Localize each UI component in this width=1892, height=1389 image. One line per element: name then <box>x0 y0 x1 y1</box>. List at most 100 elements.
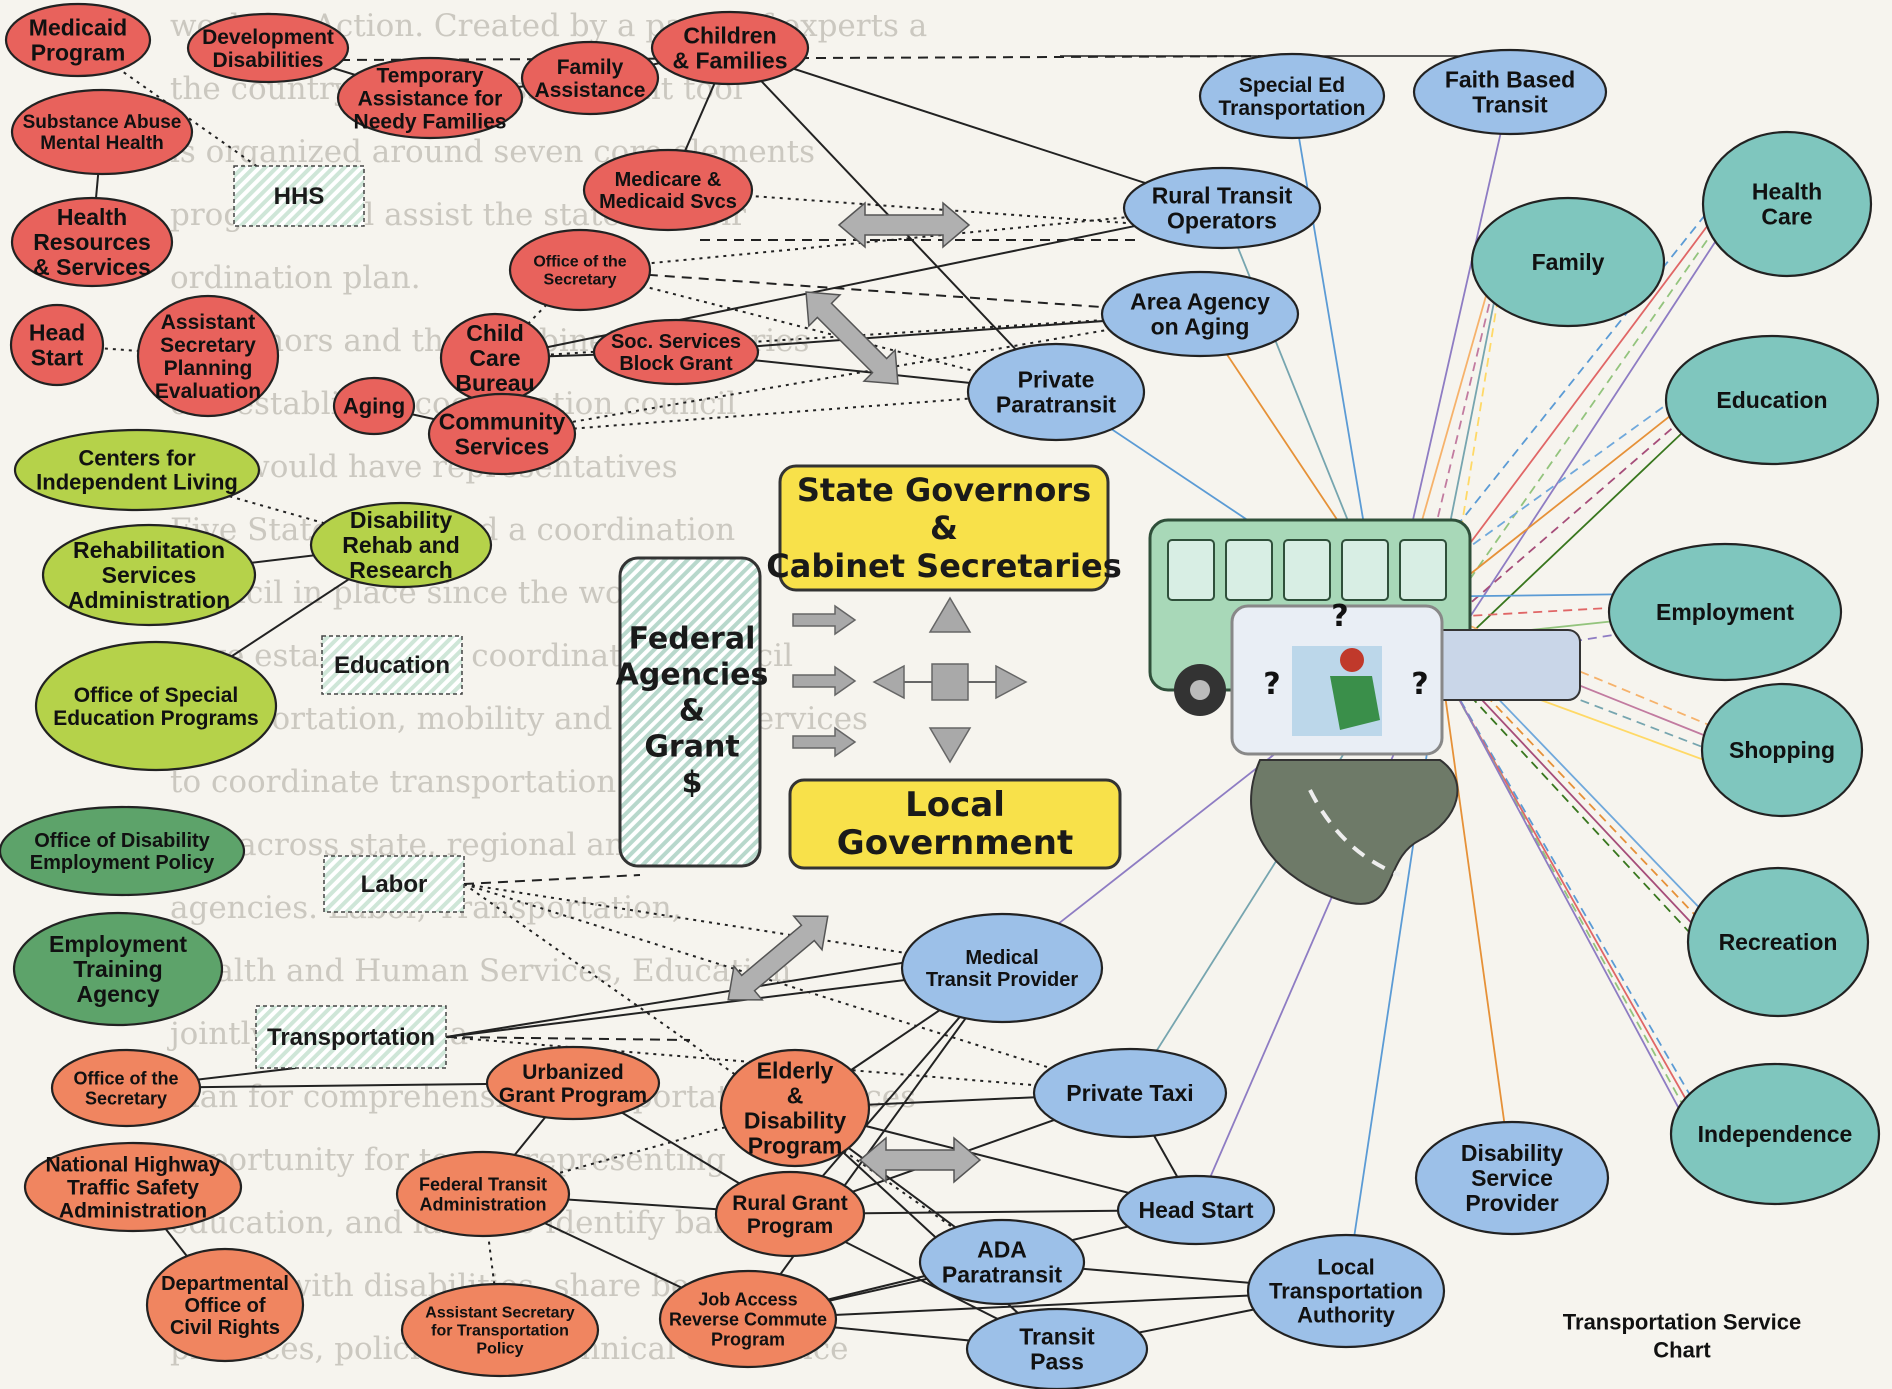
label-text: Office of the <box>533 254 626 271</box>
connector-line <box>136 469 402 546</box>
label-text: Administration <box>59 1199 207 1222</box>
connector-line <box>729 47 1223 209</box>
label-text: Needy Families <box>354 110 507 133</box>
label-text: Office of Disability <box>34 830 210 852</box>
label-text: Federal Transit <box>419 1174 547 1194</box>
label-text: Transit Provider <box>926 969 1078 991</box>
destination-line <box>1439 662 1703 1153</box>
label-text: Authority <box>1297 1303 1396 1328</box>
label-text: Training <box>73 956 162 982</box>
up-arrow <box>928 596 972 633</box>
background-text-line: Health and Human Services, Education <box>170 953 792 989</box>
label-text: Cabinet Secretaries <box>766 547 1121 585</box>
provider-line <box>1435 629 1513 1179</box>
connector-line <box>579 207 1223 271</box>
node-shopping: Shopping <box>1700 682 1864 818</box>
label-text: Medicare & <box>615 169 722 191</box>
label-text: Transportation Service <box>1563 1310 1801 1335</box>
right-arrow <box>792 726 857 758</box>
label-text: Employment <box>49 931 187 957</box>
label-text: & Services <box>33 254 151 280</box>
label-text: Agencies <box>616 658 769 693</box>
label-text: & <box>930 509 958 547</box>
label-text: Medicaid <box>29 15 127 41</box>
label-text: Pass <box>1030 1349 1084 1375</box>
label-text: Soc. Services <box>611 331 741 353</box>
label-text: Faith Based <box>1445 67 1575 93</box>
label-text: Medical <box>965 947 1038 969</box>
label-text: Bureau <box>455 370 534 396</box>
node-medicare: Medicare &Medicaid Svcs <box>582 148 754 232</box>
destination-line <box>1439 221 1729 664</box>
dept-label-transportation: Transportation <box>255 1005 447 1069</box>
label-text: Transit <box>1019 1324 1095 1350</box>
destination-line <box>1412 618 1716 937</box>
label-text: Disability <box>1461 1140 1563 1166</box>
question-mark: ? <box>1411 667 1428 702</box>
label-text: & <box>679 694 705 729</box>
connector-line <box>445 1036 691 1041</box>
label-text: Children <box>683 23 776 49</box>
connector-line <box>463 874 641 885</box>
label-text: Services <box>455 434 550 460</box>
destination-line <box>1399 185 1729 598</box>
connector-line <box>445 959 921 1038</box>
road-icon <box>1250 759 1459 906</box>
label-text: Centers for <box>78 446 196 471</box>
label-text: Grant Program <box>499 1084 647 1107</box>
label-text: Office of Special <box>74 684 239 707</box>
connector-line <box>747 967 1003 1320</box>
label-text: Block Grant <box>619 353 733 375</box>
person-icon <box>1340 648 1364 672</box>
label-text: Independent Living <box>36 470 238 495</box>
label-text: Elderly <box>757 1058 834 1084</box>
label-text: Health <box>57 204 127 230</box>
label-text: Government <box>837 823 1073 863</box>
label-text: Recreation <box>1719 929 1838 955</box>
label-text: Disabilities <box>213 49 324 72</box>
label-text: Education Programs <box>53 707 258 730</box>
node-education_t: Education <box>1664 334 1880 466</box>
destination-line <box>1425 209 1729 642</box>
right-arrow <box>792 604 857 636</box>
double-arrow <box>805 291 899 385</box>
center-square <box>931 663 969 701</box>
label-text: Secretary <box>160 334 256 357</box>
label-text: Reverse Commute <box>669 1309 827 1329</box>
label-text: Care <box>469 345 520 371</box>
label-text: Private Taxi <box>1066 1080 1193 1106</box>
label-text: Transportation <box>1269 1279 1423 1304</box>
label-text: Special Ed <box>1239 74 1345 97</box>
label-text: Development <box>202 26 334 49</box>
label-text: National Highway <box>45 1153 220 1176</box>
label-text: Assistance for <box>358 87 503 110</box>
label-text: Office of the <box>73 1068 178 1088</box>
